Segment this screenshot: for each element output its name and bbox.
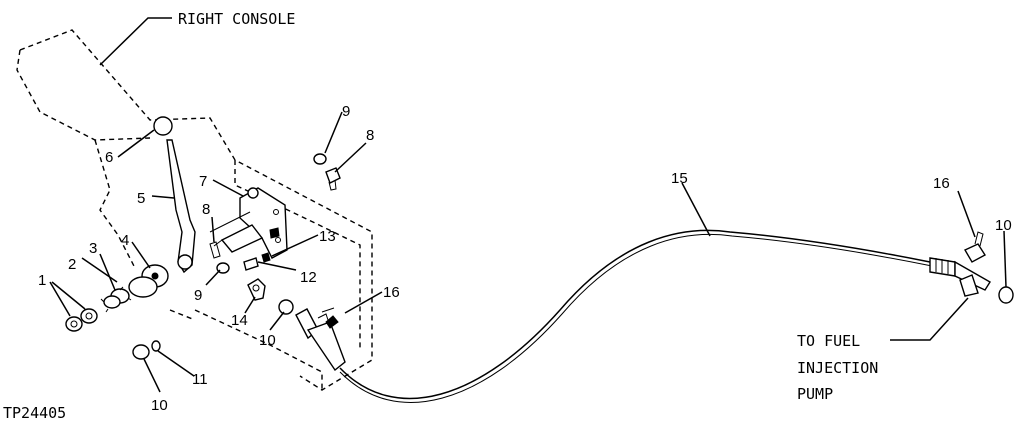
callout-6: 6: [105, 149, 113, 166]
callout-8-lower: 8: [202, 201, 210, 218]
nut-lower-left: [132, 344, 150, 360]
figure-id: TP24405: [3, 404, 66, 422]
disc-center: [151, 272, 159, 280]
throttle-lever: [166, 139, 196, 274]
callout-10-middle: 10: [259, 332, 276, 349]
callout-11: 11: [192, 371, 208, 388]
callout-16-console: 16: [383, 284, 400, 301]
callout-4: 4: [121, 232, 129, 249]
nut-10-right: [998, 286, 1014, 304]
right-console-label: RIGHT CONSOLE: [178, 10, 295, 28]
callout-2: 2: [68, 256, 76, 273]
cable-swivel: [209, 211, 280, 253]
callout-7: 7: [199, 173, 207, 190]
callout-13: 13: [319, 228, 336, 245]
cable-end-console: [295, 307, 346, 372]
nut-9-upper: [313, 153, 327, 165]
friction-disc-small: [128, 276, 158, 298]
callout-1: 1: [38, 272, 46, 289]
screw-12: [243, 252, 271, 271]
callout-10-lower: 10: [151, 397, 168, 414]
nuts: [65, 308, 98, 332]
bolt-upper: [325, 167, 341, 191]
clip-14: [247, 278, 266, 301]
callout-9-lower: 9: [194, 287, 202, 304]
throttle-cable: [339, 229, 933, 403]
fuel-pump-label-line1: TO FUEL: [797, 332, 860, 350]
callout-10-right: 10: [995, 217, 1012, 234]
cable-bracket: [239, 187, 288, 259]
spring-washers: [100, 286, 132, 313]
bolt-lower: [209, 241, 221, 259]
callout-3: 3: [89, 240, 97, 257]
lever-knob: [153, 116, 173, 136]
callout-8-upper: 8: [366, 127, 374, 144]
washer-lower-left: [151, 340, 161, 352]
fuel-pump-label-line3: PUMP: [797, 385, 833, 403]
fuel-pump-label-line2: INJECTION: [797, 359, 878, 377]
callout-12: 12: [300, 269, 317, 286]
callout-5: 5: [137, 190, 145, 207]
callout-15: 15: [671, 170, 688, 187]
right-console-leader: [99, 17, 172, 66]
cable-end-pump: [929, 231, 991, 297]
right-console-outline: [16, 29, 373, 391]
callout-14: 14: [231, 312, 248, 329]
callout-9-upper: 9: [342, 103, 350, 120]
lever-pivot: [177, 254, 193, 270]
leader-lines: [49, 111, 1007, 393]
nut-10-middle: [278, 299, 294, 315]
callout-16-pump: 16: [933, 175, 950, 192]
